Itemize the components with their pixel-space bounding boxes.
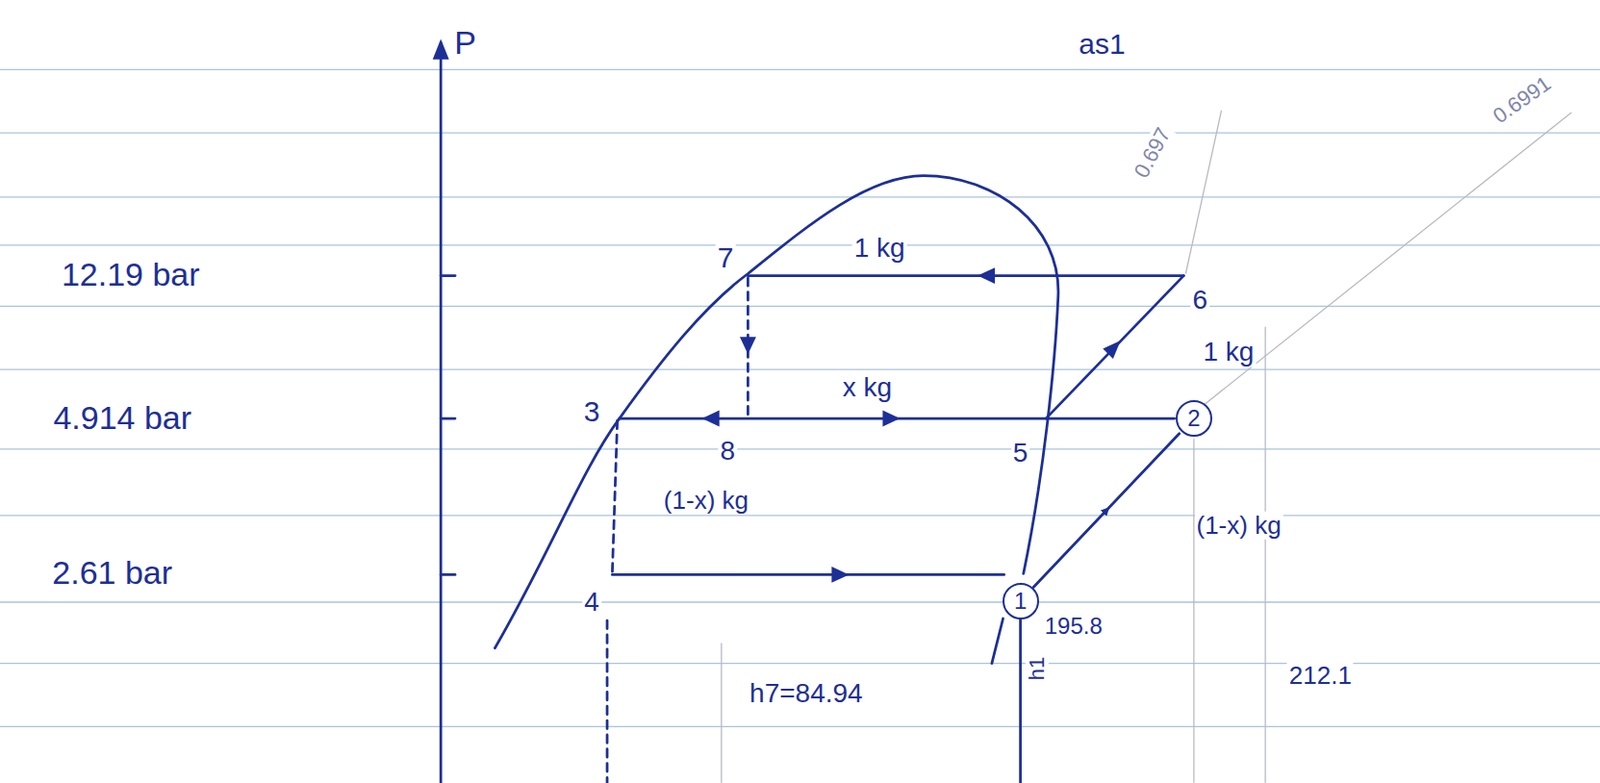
process-line <box>1033 433 1179 587</box>
state-point-number: 7 <box>715 241 737 274</box>
state-point-circle: 1 <box>1002 583 1040 620</box>
entropy-value: 0.697 <box>1129 122 1177 184</box>
state-point-number: 8 <box>717 435 737 466</box>
enthalpy-value: h7=84.94 <box>747 679 865 710</box>
enthalpy-symbol: h1 <box>1024 654 1048 682</box>
ruled-lines <box>0 69 1600 727</box>
mass-flow-label: 1 kg <box>852 232 908 263</box>
state-point-number: 3 <box>582 395 603 428</box>
pressure-label: 12.19 bar <box>59 257 203 294</box>
mass-flow-label: (1-x) kg <box>661 485 751 514</box>
state-point-number: 6 <box>1190 284 1210 315</box>
cycle-drawing <box>440 43 1349 783</box>
question-number: as1 <box>1076 26 1127 59</box>
axis-label: P <box>452 25 479 61</box>
flow-arrows <box>432 39 1354 783</box>
mass-flow-label: x kg <box>840 373 894 404</box>
state-point-number: 1 <box>1014 589 1027 613</box>
pencil-lines <box>721 110 1572 783</box>
pressure-label: 4.914 bar <box>50 400 194 436</box>
pressure-label: 2.61 bar <box>50 555 175 591</box>
enthalpy-value: 195.8 <box>1042 613 1105 639</box>
state-point-number: 4 <box>582 586 602 617</box>
mass-flow-label: 1 kg <box>1200 336 1256 367</box>
state-point-number: 2 <box>1187 406 1200 431</box>
state-point-circle: 2 <box>1175 400 1213 437</box>
mass-flow-label: (1-x) kg <box>1193 511 1283 540</box>
enthalpy-value: 212.1 <box>1287 661 1354 690</box>
entropy-value: 0.6991 <box>1487 71 1557 130</box>
state-point-number: 5 <box>1011 437 1031 468</box>
